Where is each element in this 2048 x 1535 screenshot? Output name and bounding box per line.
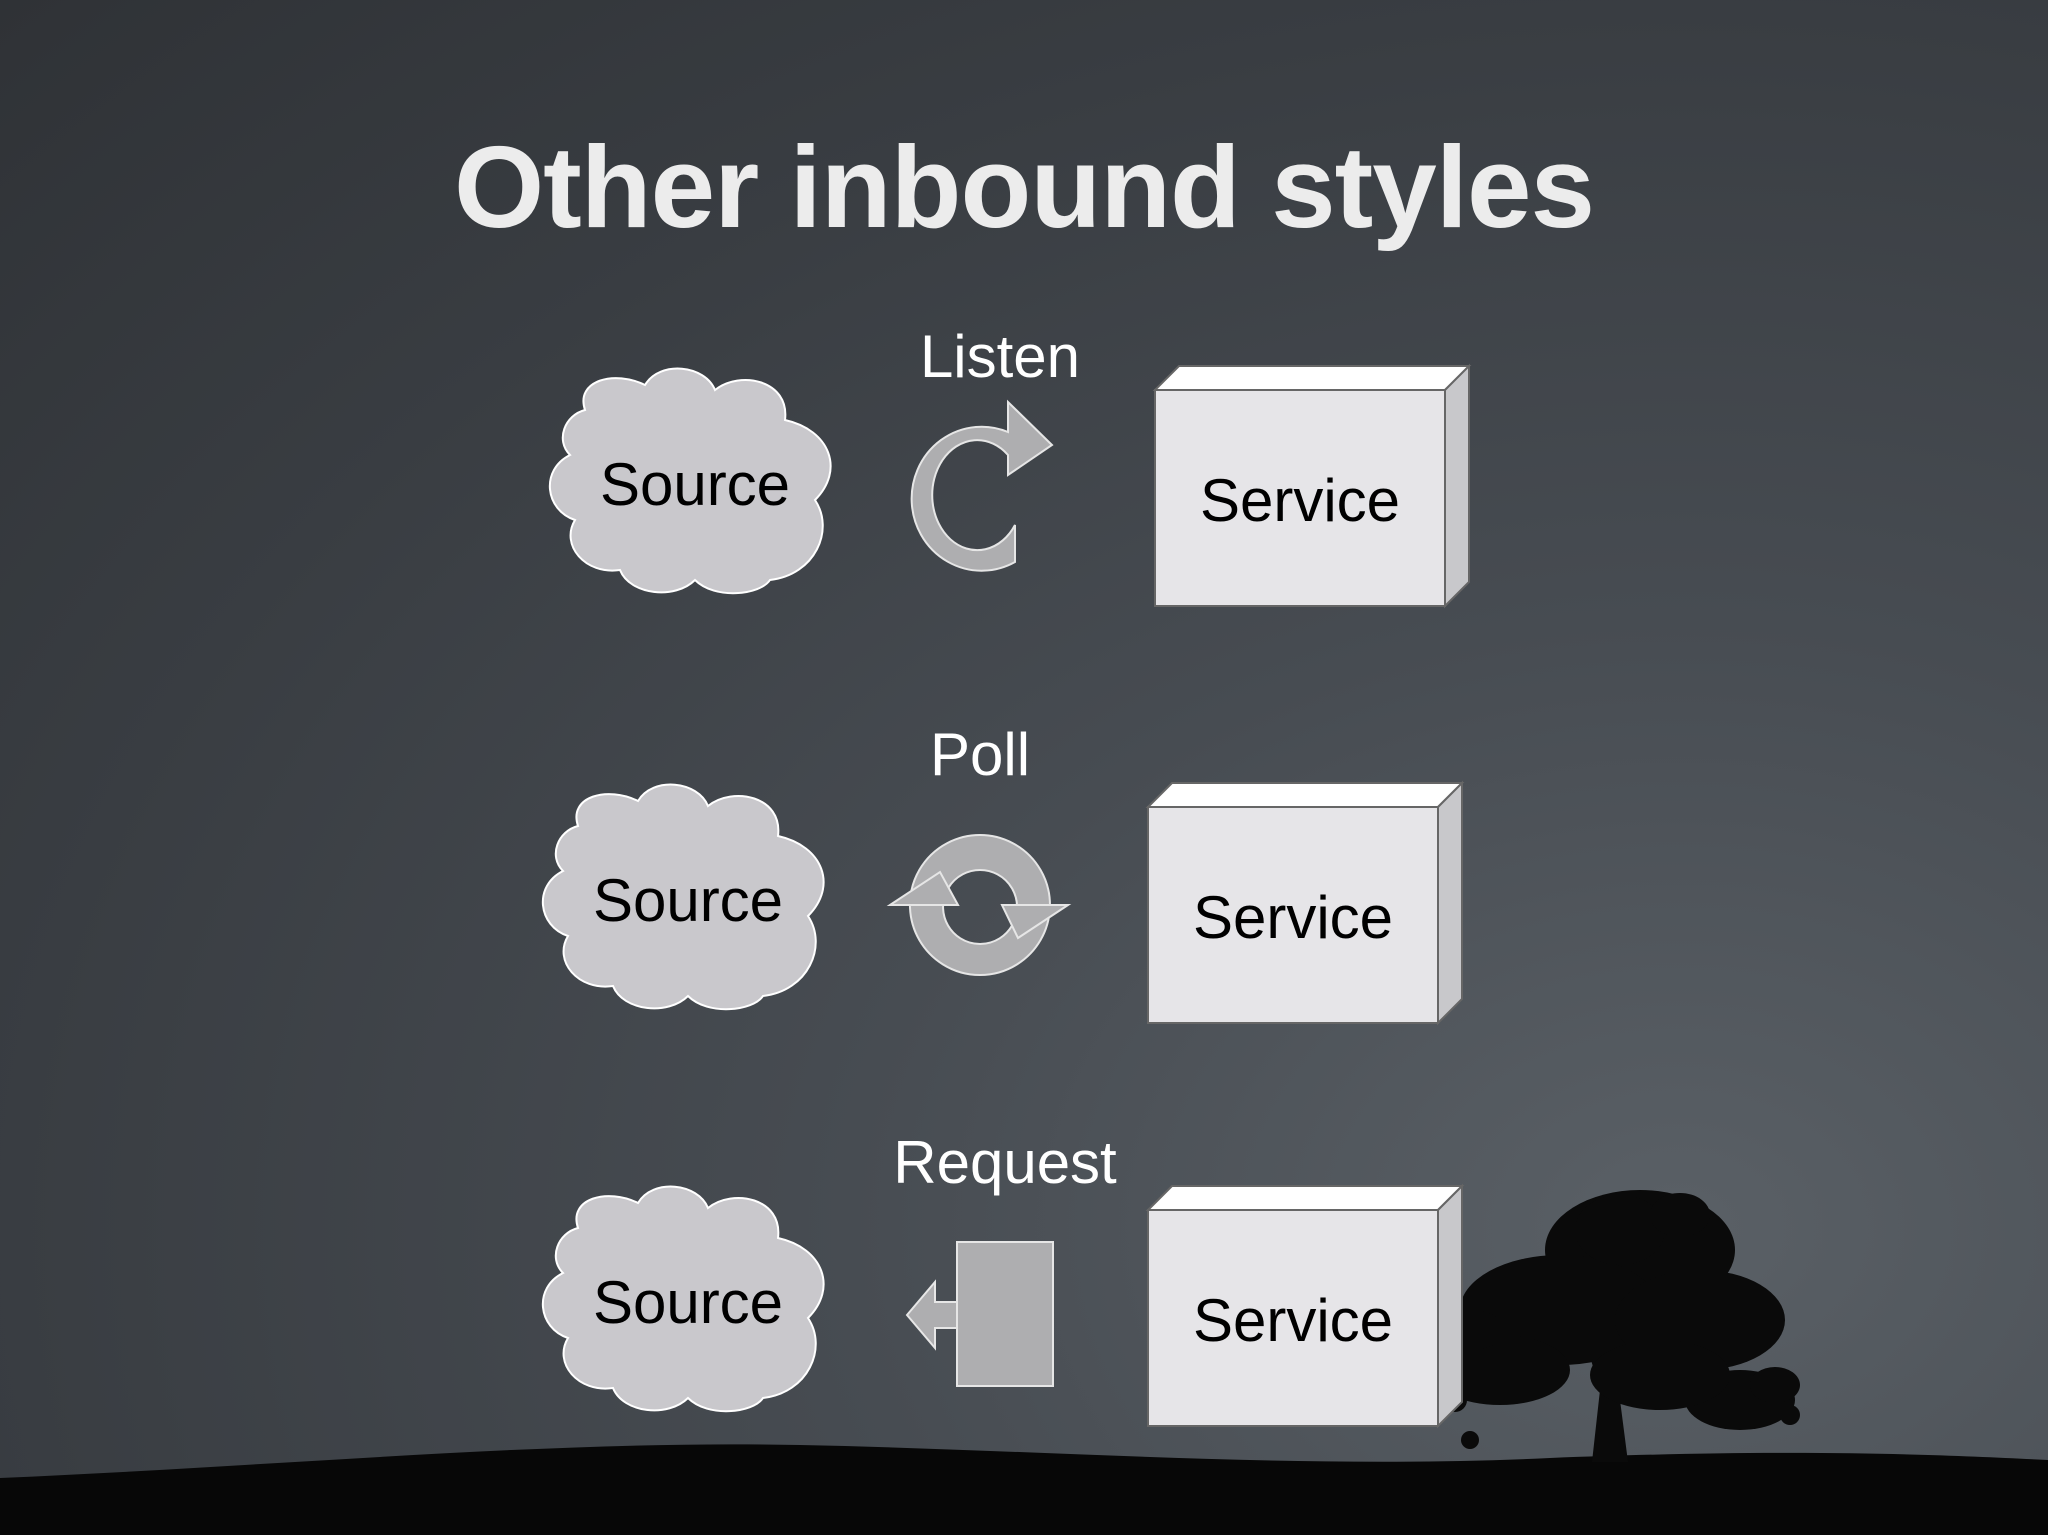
service-box-side <box>1437 780 1463 1026</box>
ground-hill <box>0 1444 2048 1535</box>
source-cloud <box>541 783 825 1011</box>
service-label: Service <box>1199 467 1401 534</box>
source-cloud <box>541 1185 825 1413</box>
style-label-request: Request <box>893 1129 1117 1196</box>
circular-arrow-icon <box>910 399 1054 572</box>
service-label: Service <box>1192 884 1394 951</box>
style-label-listen: Listen <box>919 323 1081 390</box>
tree-silhouette <box>1430 1190 1800 1462</box>
service-box-front <box>1147 1209 1439 1427</box>
return-arrow-icon <box>905 1241 1054 1387</box>
source-label: Source <box>592 1269 784 1336</box>
source-cloud <box>548 367 832 595</box>
style-label-poll: Poll <box>929 721 1031 788</box>
service-box-front <box>1154 389 1446 607</box>
service-box-top <box>1145 782 1465 808</box>
service-box-side <box>1437 1183 1463 1429</box>
service-box-top <box>1145 1185 1465 1211</box>
source-label: Source <box>599 451 791 518</box>
cycle-arrows-icon <box>886 834 1072 976</box>
service-box-side <box>1444 363 1470 609</box>
service-box-top <box>1152 365 1472 391</box>
slide-title: Other inbound styles <box>453 122 1595 252</box>
service-label: Service <box>1192 1287 1394 1354</box>
service-box-front <box>1147 806 1439 1024</box>
source-label: Source <box>592 867 784 934</box>
